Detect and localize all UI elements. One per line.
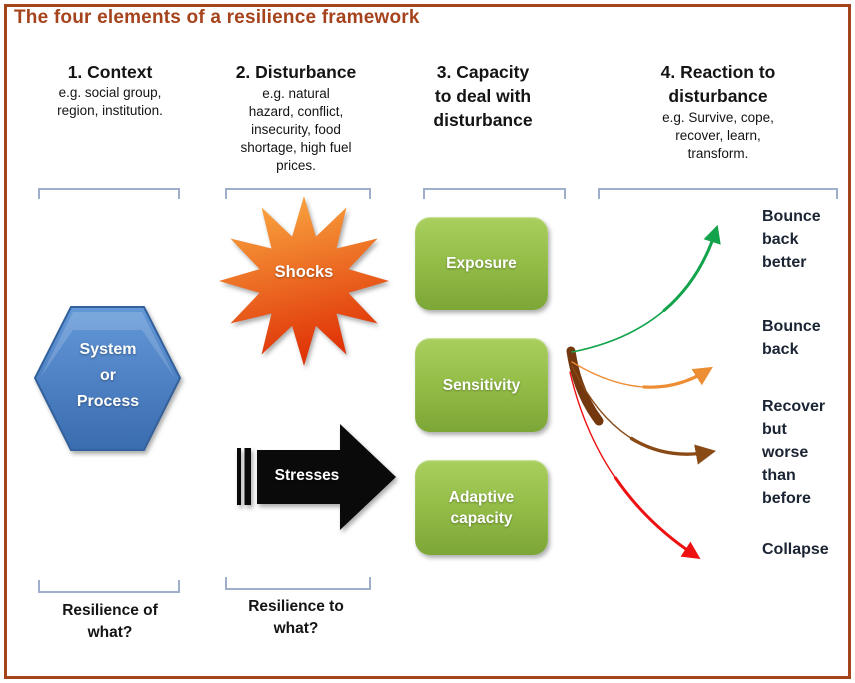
column-4-heading: 4. Reaction to disturbance — [660, 62, 776, 106]
top-bracket-context — [38, 188, 180, 199]
arrow-collapse — [614, 476, 701, 559]
exposure-label: Exposure — [446, 255, 517, 272]
arrow-recover-worse — [629, 436, 717, 465]
column-4-subtitle: e.g. Survive, cope, recover, learn, tran… — [662, 110, 774, 161]
bottom-bracket-context — [38, 580, 180, 593]
shocks-starburst — [219, 196, 389, 366]
stress-arrow-shape — [257, 424, 396, 530]
column-1-heading: 1. Context — [67, 62, 153, 82]
bottom-bracket-disturbance — [225, 577, 371, 590]
outcome-label-recover-worse: Recover but worse than before — [762, 398, 826, 507]
system-process-hexagon — [33, 306, 182, 451]
shocks-label: Shocks — [274, 263, 334, 281]
column-3-heading: 3. Capacity to deal with disturbance — [433, 62, 533, 130]
starburst-shape — [219, 196, 389, 366]
arrow-origin-blob — [566, 346, 604, 426]
stresses-arrow — [237, 424, 396, 530]
arrow-bounce-back-better-tail — [571, 229, 717, 353]
stress-stripe-2 — [244, 448, 251, 505]
stress-stripe-1 — [237, 448, 241, 505]
column-2-subtitle: e.g. natural hazard, conflict, insecurit… — [240, 86, 352, 173]
outcome-label-bounce-back-better: Bounce back better — [762, 208, 821, 271]
top-bracket-disturbance — [225, 188, 371, 199]
resilience-of-what-label: Resilience of what? — [62, 602, 158, 641]
capacity-box-sensitivity: Sensitivity — [415, 338, 548, 432]
arrow-bounce-back-tail — [571, 361, 709, 388]
sensitivity-label: Sensitivity — [442, 376, 521, 394]
outcome-label-bounce-back: Bounce back — [762, 318, 821, 358]
column-1-subtitle: e.g. social group, region, institution. — [57, 85, 163, 118]
capacity-box-adaptive-capacity: Adaptive capacity — [415, 460, 548, 555]
arrow-bounce-back — [642, 366, 713, 389]
system-process-label: System or Process — [76, 341, 140, 410]
capacity-box-exposure: Exposure — [415, 217, 548, 310]
outcome-label-collapse: Collapse — [762, 541, 829, 558]
hexagon-shape — [33, 306, 182, 451]
top-bracket-capacity — [423, 188, 566, 199]
stresses-label: Stresses — [274, 467, 340, 484]
page-title: The four elements of a resilience framew… — [14, 7, 420, 28]
top-bracket-reaction — [598, 188, 838, 199]
column-2-heading: 2. Disturbance — [235, 62, 357, 82]
hexagon-highlight — [40, 312, 175, 378]
outcome-arrows — [566, 224, 721, 559]
arrow-bounce-back-better — [662, 224, 721, 312]
resilience-to-what-label: Resilience to what? — [248, 598, 344, 637]
adaptive-capacity-label: Adaptive capacity — [448, 488, 515, 527]
